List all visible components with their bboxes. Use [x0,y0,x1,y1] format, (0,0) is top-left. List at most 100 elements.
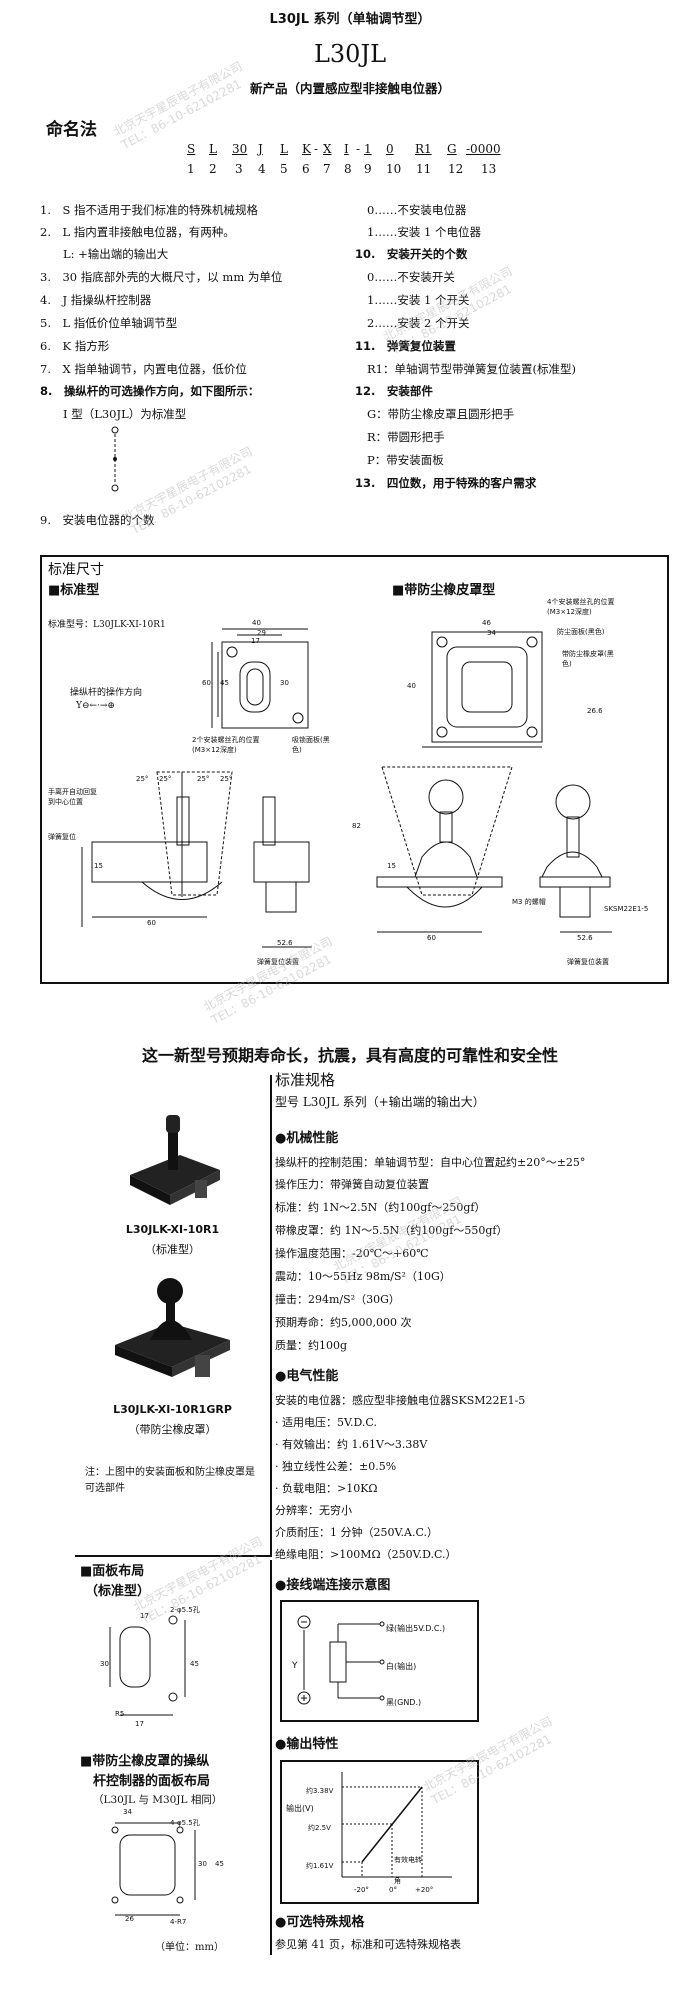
panel-dim: 30 [100,1660,109,1668]
panel-layout-column: ■面板布局 （标准型） 2-φ5.5孔 17 30 45 R5 17 ■带防尘橡… [75,1560,272,1955]
mech-item: 震动：10～55Hz 98m/S²（10G） [275,1270,451,1283]
dimensions-panel: 标准尺寸 ■标准型 ■带防尘橡皮罩型 标准型号：L30JLK-XI-10R1 操… [40,555,669,984]
standard-joystick-image [130,1115,220,1205]
panel-dust-title: ■带防尘橡皮罩的操纵 [80,1754,210,1769]
dim-value: 52.6 [577,934,593,942]
dim-value: 15 [94,862,103,870]
spec-model: 型号 L30JL 系列（+输出端的输出大） [275,1095,485,1109]
product-column: L30JLK-XI-10R1 （标准型） L30JLK-XI-10R1GRP （… [75,1075,272,1557]
dim-value: 40 [252,619,261,627]
unit-note: （单位：mm） [155,1942,224,1953]
code-number: 6 [302,162,310,176]
panel-dim: 26 [125,1915,134,1923]
code-number: 10 [386,162,402,176]
series-title: L30JL 系列（单轴调节型） [269,12,431,27]
code-number: 11 [416,162,432,176]
legend-item: 11. 弹簧复位装置 [355,339,456,353]
dim-note: 弹簧复位 [48,833,76,841]
legend-item: R1：单轴调节型带弹簧复位装置(标准型) [367,362,576,376]
legend-item: 0……不安装电位器 [367,203,467,217]
mech-item: 操纵杆的控制范围：单轴调节型：自中心位置起约±20°～±25° [275,1156,586,1169]
output-label: +20° [415,1886,434,1894]
dust-ball-handle [428,779,464,815]
code-part: - [356,142,361,156]
code-number: 5 [280,162,288,176]
dim-value: 17 [251,637,260,645]
code-part: G [447,142,457,156]
code-number: 3 [235,162,243,176]
dim-note: 吸锁面板(黑色) [292,736,330,754]
legend-item: 1……安装 1 个电位器 [367,225,481,239]
dim-note: 带防尘橡皮罩(黑色) [562,650,614,668]
direction-i-icon [111,426,119,492]
product-sub: （带防尘橡皮罩） [128,1423,217,1436]
options-title: ●可选特殊规格 [275,1915,365,1930]
dim-value: 26.6 [587,707,603,715]
legend-item: 6. K 指方形 [40,339,110,353]
dim-note: 弹簧复位装置 [567,958,609,966]
dim-note: 4个安装螺丝孔的位置(M3×12深度) [547,598,615,616]
panel-dim: 34 [123,1808,132,1816]
elec-item: 安装的电位器：感应型非接触电位器SKSM22E1-5 [275,1394,526,1407]
code-part: L [209,142,217,156]
legend-item: 0……不安装开关 [367,270,455,284]
panel-subtitle: （标准型） [85,1584,151,1599]
dim-value: 52.6 [277,939,293,947]
product-sub: （标准型） [145,1243,200,1256]
panel-layout-dust [111,1822,196,1916]
legend-item: 2……安装 2 个开关 [367,316,470,330]
panel-layout-standard [109,1615,186,1716]
product-name: L30JLK-XI-10R1 [125,1223,220,1236]
output-chart: 约3.38V 约2.5V 约1.61V 输出(V) 有效电转角 -20° 0° … [280,1760,479,1904]
code-number: 4 [258,162,266,176]
panel-dim: 17 [140,1612,149,1620]
dim-note: 2个安装螺丝孔的位置(M3×12深度) [192,736,260,754]
dim-value: 60 [427,934,436,942]
dim-note: M3 的螺帽 [512,898,546,906]
mech-item: 操作压力：带弹簧自动复位装置 [275,1178,429,1191]
elec-item: · 独立线性公差：±0.5% [275,1460,397,1473]
output-label: 约3.38V [306,1787,334,1795]
code-part: 30 [232,142,248,156]
legend-item: 9. 安装电位器的个数 [40,513,155,527]
mech-title: ●机械性能 [275,1131,339,1146]
legend-item: 1. S 指不适用于我们标准的特殊机械规格 [40,203,259,217]
output-label: 输出(V) [286,1804,314,1813]
product-note: 注：上图中的安装面板和防尘橡皮罩是可选部件 [85,1467,255,1494]
standard-type-label: ■标准型 [48,583,100,598]
mech-item: 质量：约100g [275,1339,348,1352]
legend-item: I 型（L30JL）为标准型 [40,407,187,421]
mech-item: 标准：约 1N～2.5N（约100gf～250gf） [275,1201,486,1214]
elec-item: · 适用电压：5V.D.C. [275,1416,377,1429]
panel-dust-title-2: 杆控制器的面板布局 [93,1774,211,1789]
code-part: J [258,142,263,156]
legend-item: 12. 安装部件 [355,384,433,398]
elec-item: 分辨率：无穷小 [275,1504,352,1517]
panel-dim: 45 [190,1660,199,1668]
legend-item: L: +输出端的输出大 [40,247,169,261]
code-number: 12 [448,162,464,176]
dim-note: SKSM22E1-5 [604,905,649,913]
dim-value: 25° [136,775,149,783]
output-label: -20° [354,1886,369,1894]
elec-item: 绝缘电阻：>100MΩ（250V.D.C.） [275,1548,457,1561]
standard-model-label: 标准型号：L30JLK-XI-10R1 [48,620,166,630]
code-part: - [314,142,319,156]
code-part: -0000 [466,142,501,156]
code-part: S [187,142,196,156]
mech-item: 预期寿命：约5,000,000 次 [275,1316,412,1329]
code-part: 1 [364,142,372,156]
code-number: 1 [187,162,195,176]
legend-item: 1……安装 1 个开关 [367,293,470,307]
dim-value: 30 [280,679,289,687]
legend-item: G：带防尘橡皮罩且圆形把手 [367,407,515,421]
mech-item: 操作温度范围：-20℃～+60℃ [275,1247,429,1260]
legend-item: P：带安装面板 [367,453,444,467]
output-label: 约2.5V [308,1824,331,1832]
dim-note: 手离开自动回复到中心位置 [48,788,97,806]
direction-label: 操纵杆的操作方向 [70,688,143,698]
panel-title: ■面板布局 [80,1564,145,1579]
legend-item: 3. 30 指底部外壳的大概尺寸，以 mm 为单位 [40,270,283,284]
code-part: I [344,142,349,156]
legend-item: 5. L 指低价位单轴调节型 [40,316,178,330]
